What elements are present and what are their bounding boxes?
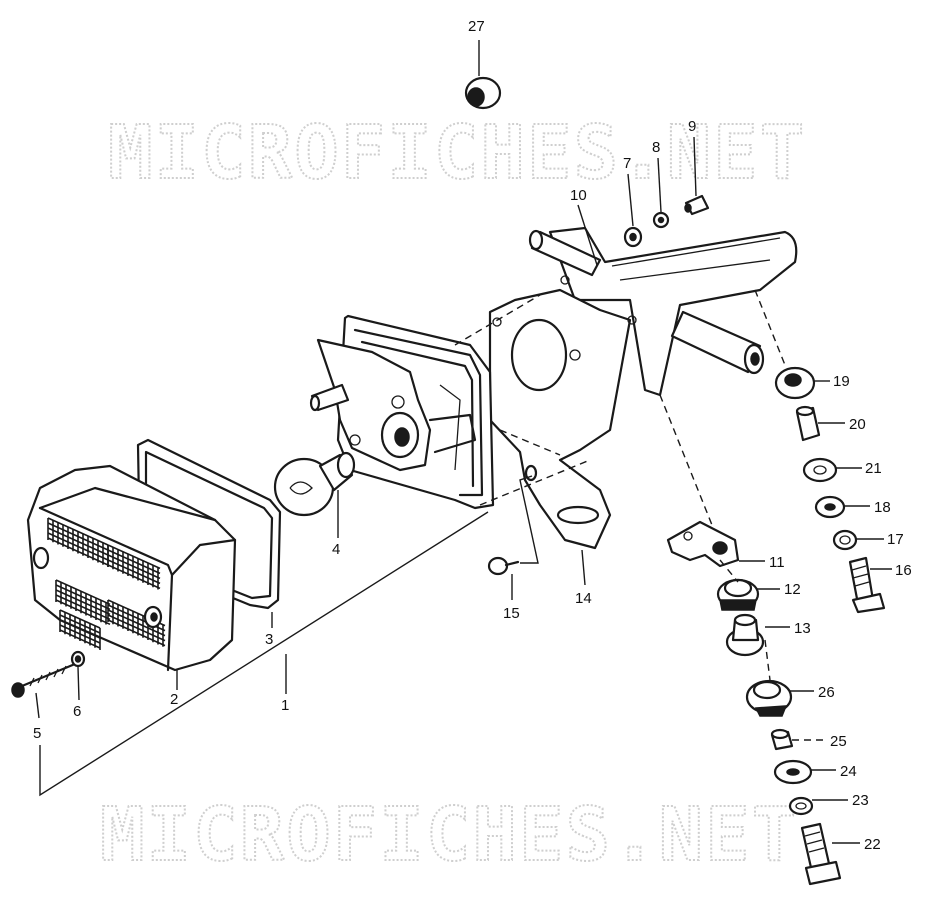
watermark-top: MICROFICHES.NET [108,110,806,196]
construction-lines [454,289,786,681]
callout-23: 23 [852,792,869,809]
part-16-bolt [848,556,886,614]
lens-grid-pattern [47,517,166,650]
part-26-nut [745,679,793,717]
callout-5: 5 [33,725,41,742]
part-2-lens [26,464,237,672]
part-24-washer [773,759,813,785]
callout-18: 18 [874,499,891,516]
part-18-washer [814,495,846,519]
callout-9: 9 [688,118,696,135]
part-4-bulb [273,451,356,517]
part-5-screw [11,662,77,698]
callout-6: 6 [73,703,81,720]
callout-20: 20 [849,416,866,433]
part-12-bushing [716,578,760,611]
part-6-washer [70,650,86,668]
callout-17: 17 [887,531,904,548]
part-10-bracket [528,226,798,397]
callout-25: 25 [830,733,847,750]
callout-1: 1 [281,697,289,714]
part-13-nut [725,613,765,657]
callout-16: 16 [895,562,912,579]
callout-11: 11 [769,554,785,571]
part-15-screw [487,475,539,576]
part-17-lockwasher [832,529,858,551]
part-21-washer [802,457,838,483]
callout-19: 19 [833,373,850,390]
callout-22: 22 [864,836,881,853]
part-11-clip [666,520,740,568]
callout-3: 3 [265,631,273,648]
callout-numbers: 27 9 8 7 10 19 20 21 18 17 16 11 12 13 1… [33,18,912,853]
part-22-bolt [800,822,842,886]
part-19-nut [774,366,816,400]
callout-21: 21 [865,460,882,477]
callout-27: 27 [468,18,485,35]
part-20-collar [795,405,821,442]
callout-24: 24 [840,763,857,780]
callout-2: 2 [170,691,178,708]
callout-13: 13 [794,620,811,637]
part-8-lockwasher [652,211,670,229]
part-25-collar [770,728,794,751]
part-9-bolt [684,194,710,216]
callout-26: 26 [818,684,835,701]
part-14-plate [488,275,637,550]
lamp-housing [309,314,495,510]
callout-14: 14 [575,590,592,607]
callout-15: 15 [503,605,520,622]
leader-lines [35,136,892,844]
callout-4: 4 [332,541,340,558]
callout-12: 12 [784,581,801,598]
callout-10: 10 [570,187,587,204]
watermark-bottom: MICROFICHES.NET [100,792,798,878]
callout-7: 7 [623,155,631,172]
callout-8: 8 [652,139,660,156]
part-27-grommet [464,40,502,110]
part-23-lockwasher [788,796,814,816]
part-7-washer [623,226,643,248]
